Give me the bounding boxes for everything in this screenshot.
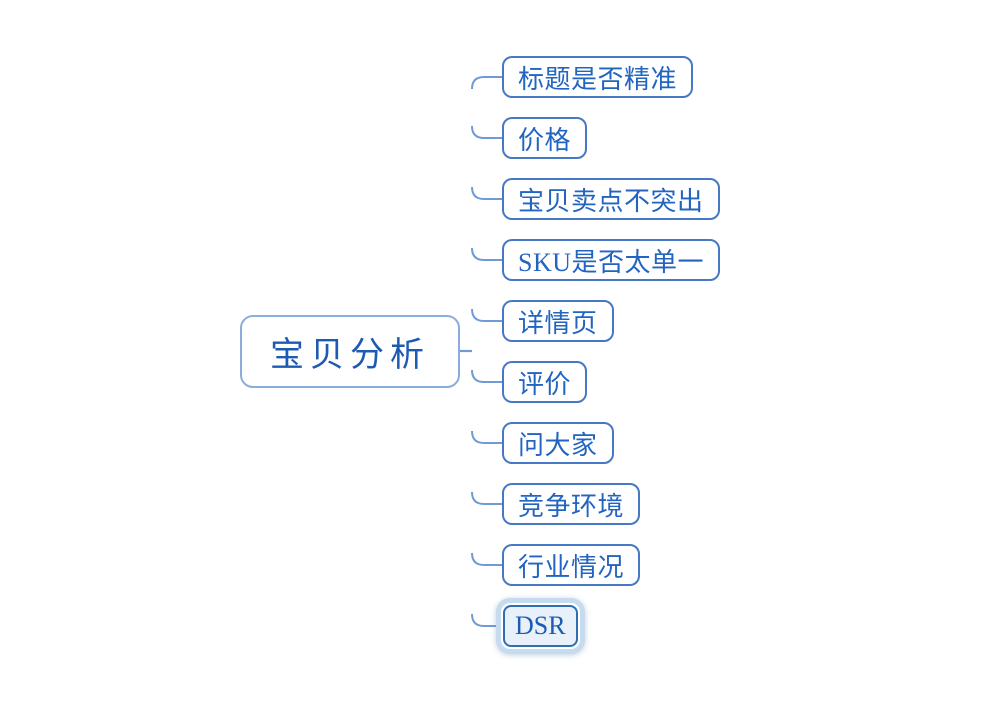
selection-highlight: DSR [496,598,585,654]
topic-node-1[interactable]: 标题是否精准 [502,56,694,98]
topic-node-10[interactable]: DSR [503,605,578,647]
topic-node-6[interactable]: 评价 [502,361,588,403]
topic-node-3[interactable]: 宝贝卖点不突出 [502,178,720,220]
topic-node-9[interactable]: 行业情况 [502,544,641,586]
topic-node-8[interactable]: 竞争环境 [502,483,641,525]
topic-node-4[interactable]: SKU是否太单一 [502,239,721,281]
root-topic-node[interactable]: 宝贝分析 [240,315,460,388]
topic-node-7[interactable]: 问大家 [502,422,614,464]
topic-node-2[interactable]: 价格 [502,117,588,159]
topic-node-5[interactable]: 详情页 [502,300,614,342]
